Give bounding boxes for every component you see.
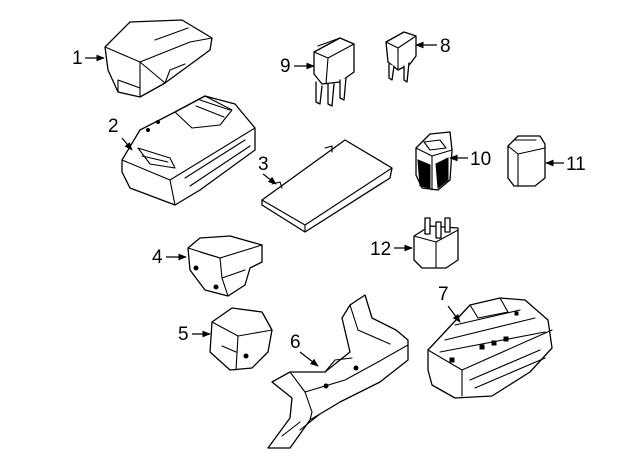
callout-5-label: 5	[178, 324, 189, 345]
part-11-fuse[interactable]	[507, 135, 546, 187]
part-6-tray[interactable]	[267, 294, 409, 449]
callout-7-label: 7	[438, 284, 449, 305]
part-7-fuse-box[interactable]	[427, 297, 553, 399]
callout-11-label: 11	[566, 154, 586, 175]
part-1-cover[interactable]	[104, 19, 213, 98]
callout-12-label: 12	[370, 239, 391, 260]
callout-2-label: 2	[108, 116, 119, 137]
callout-6-label: 6	[290, 332, 301, 353]
part-8-fuse[interactable]	[385, 31, 417, 83]
callout-4-label: 4	[152, 247, 163, 268]
part-3-panel[interactable]	[261, 139, 393, 233]
callout-3-label: 3	[258, 154, 269, 175]
callout-3-leader	[262, 173, 277, 185]
part-4-bracket[interactable]	[187, 235, 263, 297]
part-10-fuse[interactable]	[415, 131, 453, 191]
callout-2-leader	[121, 137, 133, 151]
part-12-relay[interactable]	[413, 217, 459, 269]
callout-9-label: 9	[280, 56, 291, 77]
part-2-module[interactable]	[121, 95, 256, 206]
callout-7-leader	[447, 305, 461, 323]
callout-6-leader	[299, 351, 319, 367]
part-9-fuse[interactable]	[313, 37, 355, 107]
callout-10-label: 10	[470, 149, 491, 170]
part-5-block[interactable]	[209, 307, 273, 371]
callout-8-label: 8	[440, 36, 451, 57]
callout-1-label: 1	[72, 48, 83, 69]
